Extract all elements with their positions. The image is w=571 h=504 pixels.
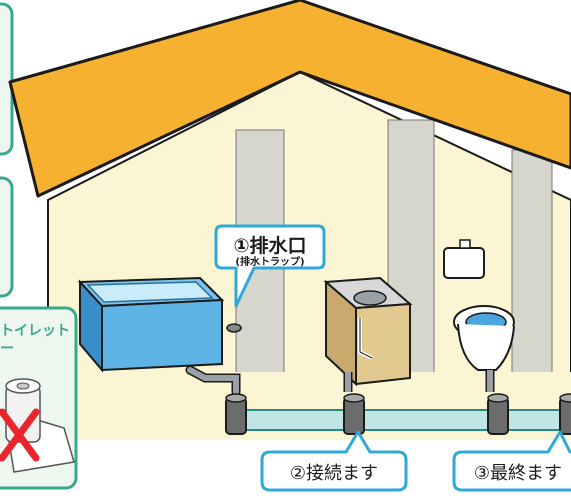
toilet-paper-panel-title: トイレット: [0, 323, 70, 339]
toilet-paper-panel: トイレット ー: [0, 306, 78, 490]
toilet-icon: [443, 239, 515, 392]
callout-final-label: ③最終ます: [474, 463, 562, 484]
side-panel-middle: [0, 176, 14, 298]
washbasin-icon: [323, 276, 413, 392]
side-panel-top: [0, 2, 14, 156]
callout-connection: ②接続ます: [260, 430, 408, 492]
inspection-box-3: [487, 393, 509, 435]
callout-drain-outlet: ①排水口 (排水トラップ): [214, 224, 326, 308]
callout-connection-label: ②接続ます: [290, 463, 378, 484]
callout-final: ③最終ます: [452, 430, 571, 492]
inspection-box-final: [559, 393, 571, 435]
callout-drain-outlet-title: ①排水口: [233, 234, 306, 257]
roof: [8, 0, 571, 198]
sewer-pipe: [233, 409, 571, 431]
inspection-box-1: [225, 393, 247, 435]
callout-drain-outlet-subtitle: (排水トラップ): [235, 255, 304, 268]
bathtub-icon: [77, 276, 241, 397]
drain-trap: [226, 323, 242, 333]
toilet-paper-panel-title-2: ー: [0, 341, 14, 357]
inspection-box-2: [343, 393, 365, 435]
cross-mark-icon: [0, 408, 40, 462]
